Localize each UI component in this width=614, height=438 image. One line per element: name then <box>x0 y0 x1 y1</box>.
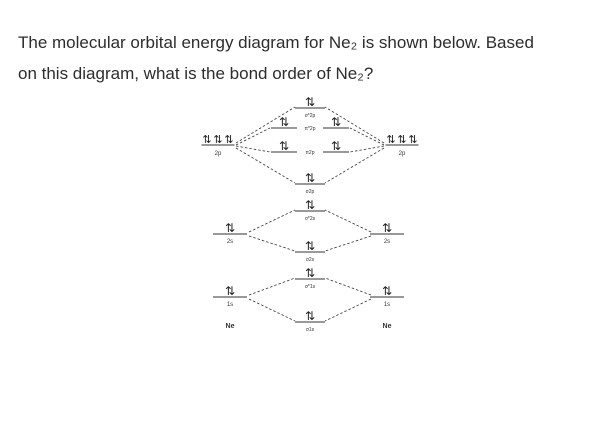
correlation-line-8 <box>324 147 385 184</box>
mo-pi-2p-1-electrons: ⇅ <box>279 139 289 153</box>
mo-sigma-star-1s-electrons: ⇅ <box>305 266 315 280</box>
correlation-line-7 <box>349 145 385 153</box>
right-atom-name: Ne <box>383 323 392 330</box>
question-line-1: The molecular orbital energy diagram for… <box>18 33 534 52</box>
correlation-line-6 <box>349 127 385 146</box>
mo-sigma-2s-electrons: ⇅ <box>305 239 315 253</box>
correlation-line-10 <box>248 235 296 252</box>
left-atomic-2p-box-1-electrons: ⇅ <box>202 133 211 146</box>
mo-sigma-star-2p-label: σ*2p <box>305 113 316 119</box>
mo-sigma-2p-label: σ2p <box>306 189 315 195</box>
left-atomic-2p-box-2-electrons: ⇅ <box>213 133 222 146</box>
right-atomic-2p-label: 2p <box>399 151 406 157</box>
left-atomic-2s-electrons: ⇅ <box>225 221 235 235</box>
mo-pi-2p-2-electrons: ⇅ <box>331 139 341 153</box>
left-atom-name: Ne <box>226 323 235 330</box>
right-atomic-2s-label: 2s <box>384 239 390 245</box>
correlation-line-4 <box>235 147 296 184</box>
correlation-line-12 <box>324 235 372 252</box>
right-atomic-1s-label: 1s <box>384 302 390 308</box>
mo-sigma-star-1s-label: σ*1s <box>305 284 316 290</box>
question-text: The molecular orbital energy diagram for… <box>18 27 604 89</box>
right-atomic-2s-electrons: ⇅ <box>382 221 392 235</box>
mo-pi-2p-label: π2p <box>305 150 314 156</box>
right-atomic-2p-box-1-electrons: ⇅ <box>386 133 395 146</box>
left-atomic-2s-label: 2s <box>227 239 233 245</box>
correlation-line-9 <box>248 209 296 233</box>
mo-sigma-1s-label: σ1s <box>306 327 315 333</box>
left-atomic-1s-label: 1s <box>227 302 233 308</box>
correlation-line-16 <box>324 298 372 322</box>
right-atomic-2p-box-2-electrons: ⇅ <box>397 133 406 146</box>
mo-sigma-1s-electrons: ⇅ <box>305 309 315 323</box>
question-line-2: on this diagram, what is the bond order … <box>18 64 374 83</box>
mo-sigma-star-2s-electrons: ⇅ <box>305 198 315 212</box>
mo-sigma-star-2p-electrons: ⇅ <box>305 95 315 109</box>
mo-sigma-2s-label: σ2s <box>306 257 315 263</box>
left-atomic-2p-box-3-electrons: ⇅ <box>224 133 233 146</box>
right-atomic-1s-electrons: ⇅ <box>382 284 392 298</box>
mo-sigma-star-2s-label: σ*2s <box>305 216 316 222</box>
mo-sigma-2p-electrons: ⇅ <box>305 171 315 185</box>
mo-pi-star-2p-label: π*2p <box>305 126 316 132</box>
right-atomic-2p-box-3-electrons: ⇅ <box>408 133 417 146</box>
correlation-line-13 <box>248 277 296 296</box>
correlation-line-11 <box>324 209 372 233</box>
correlation-line-3 <box>235 145 271 153</box>
correlation-line-15 <box>324 277 372 296</box>
correlation-line-14 <box>248 298 296 322</box>
mo-pi-star-2p-1-electrons: ⇅ <box>279 115 289 129</box>
mo-pi-star-2p-2-electrons: ⇅ <box>331 115 341 129</box>
correlation-line-2 <box>235 127 271 146</box>
left-atomic-2p-label: 2p <box>215 151 222 157</box>
left-atomic-1s-electrons: ⇅ <box>225 284 235 298</box>
